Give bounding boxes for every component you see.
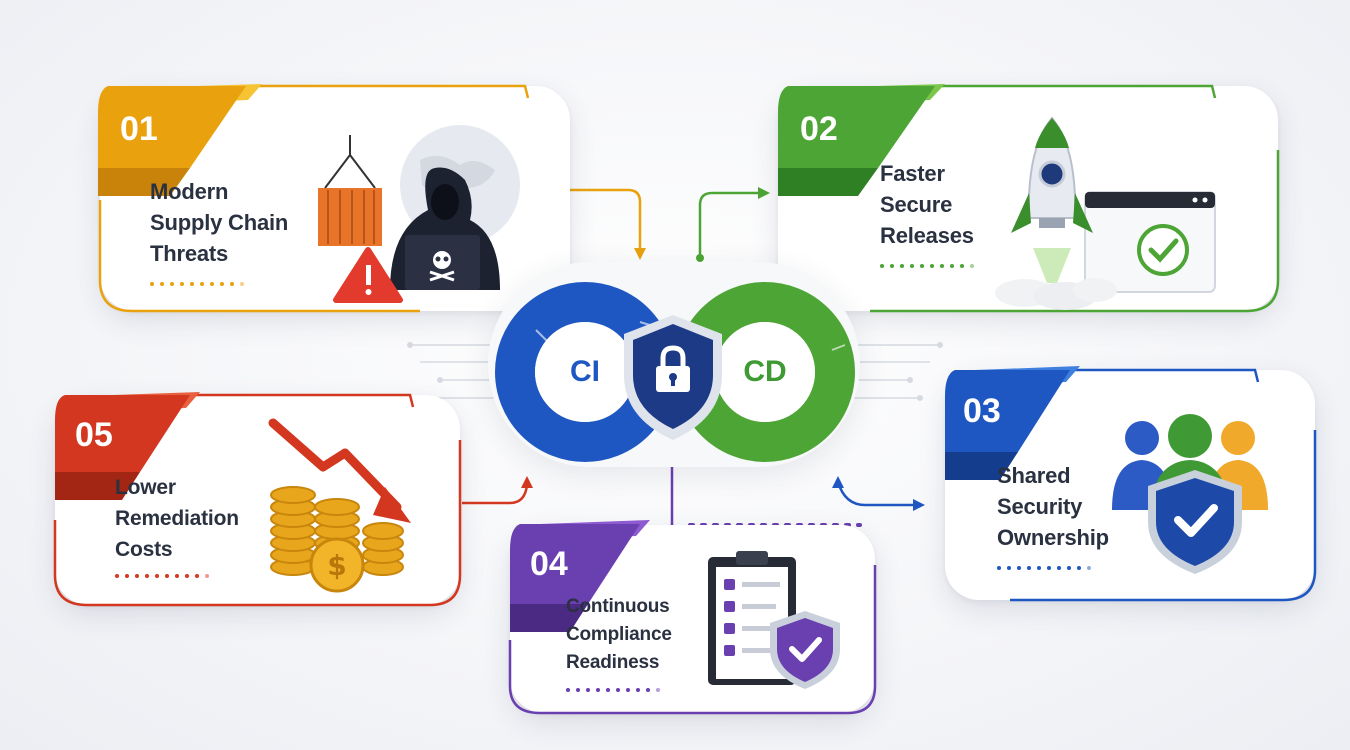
coin-stack-icon: $ — [270, 486, 404, 593]
rocket-icon — [995, 116, 1117, 310]
connector-05 — [462, 484, 529, 505]
card-01-dots — [150, 282, 244, 286]
browser-check-icon — [1084, 191, 1216, 293]
card-04-number: 04 — [530, 545, 568, 583]
hacker-icon — [390, 167, 500, 290]
connector-02 — [698, 191, 760, 255]
shipping-container-icon — [318, 135, 382, 246]
shield-check-icon — [1148, 470, 1242, 574]
card-03-number: 03 — [963, 392, 1001, 430]
card-01-number: 01 — [120, 110, 158, 148]
card-02-illustration — [995, 116, 1216, 310]
svg-text:$: $ — [327, 549, 346, 582]
card-05-dots — [115, 574, 209, 578]
connector-01 — [568, 188, 642, 250]
card-05-number: 05 — [75, 416, 113, 454]
card-03-dots — [997, 566, 1091, 570]
ci-label: CI — [570, 355, 600, 388]
card-04-dots — [566, 688, 660, 692]
card-01-illustration — [318, 125, 520, 303]
card-02-number: 02 — [800, 110, 838, 148]
card-02-dots — [880, 264, 974, 268]
card-05-illustration: $ — [268, 418, 411, 593]
card-03-illustration — [1112, 414, 1268, 574]
warning-icon — [333, 247, 403, 303]
card-04-illustration — [708, 551, 840, 689]
cd-label: CD — [743, 355, 787, 388]
shield-check-icon — [770, 611, 840, 689]
down-trend-arrow-icon — [268, 418, 411, 523]
